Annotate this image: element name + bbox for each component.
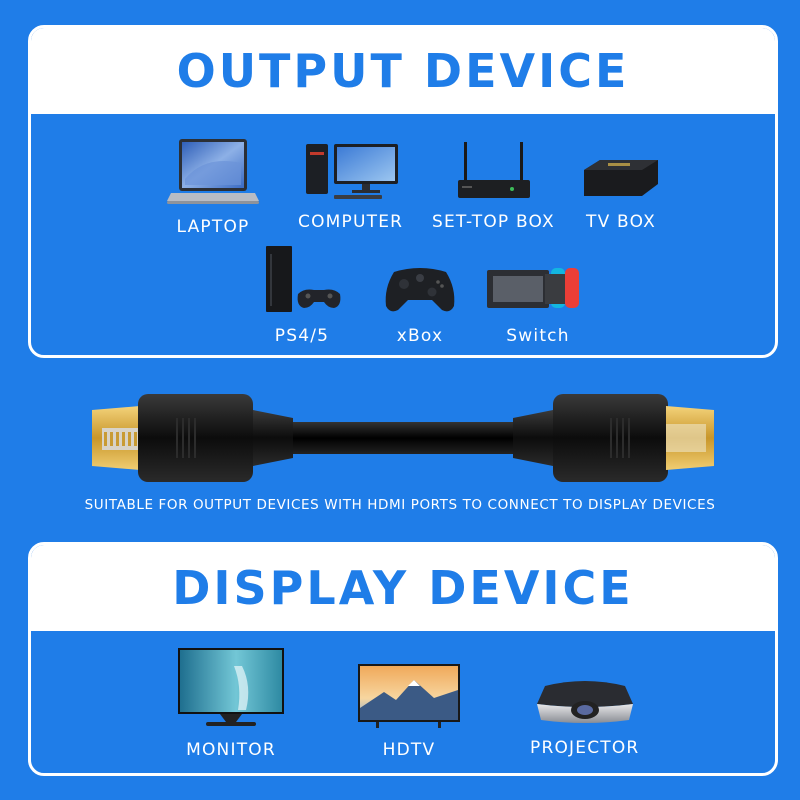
device-label: PS4/5 xyxy=(274,326,330,346)
xbox-controller-icon xyxy=(385,268,455,312)
device-label: COMPUTER xyxy=(298,212,404,232)
nintendo-switch-icon xyxy=(487,268,579,308)
device-hdtv: HDTV xyxy=(356,662,462,760)
device-label: HDTV xyxy=(382,740,436,760)
device-xbox: xBox xyxy=(382,262,458,346)
device-label: PROJECTOR xyxy=(530,738,640,758)
device-label: xBox xyxy=(396,326,444,346)
output-device-title: OUTPUT DEVICE xyxy=(176,44,630,98)
display-device-title: DISPLAY DEVICE xyxy=(172,561,634,615)
desktop-computer-icon xyxy=(305,144,398,199)
device-projector: PROJECTOR xyxy=(530,676,639,758)
device-label: SET-TOP BOX xyxy=(432,212,555,232)
display-device-header: DISPLAY DEVICE xyxy=(31,545,775,631)
compatibility-caption: SUITABLE FOR OUTPUT DEVICES WITH HDMI PO… xyxy=(84,497,716,513)
device-monitor: MONITOR xyxy=(176,646,286,760)
device-switch: Switch xyxy=(485,262,591,346)
display-device-panel: DISPLAY DEVICE xyxy=(28,542,778,776)
device-label: LAPTOP xyxy=(176,217,250,237)
set-top-box-icon xyxy=(458,142,531,198)
device-label: MONITOR xyxy=(186,740,276,760)
output-device-header: OUTPUT DEVICE xyxy=(31,28,775,114)
device-computer: COMPUTER xyxy=(298,140,403,232)
monitor-icon xyxy=(178,648,284,726)
device-ps: PS4/5 xyxy=(262,244,342,346)
laptop-icon xyxy=(167,139,259,204)
device-tv-box: TV BOX xyxy=(578,150,664,232)
hdmi-cable-icon xyxy=(92,394,714,482)
playstation-icon xyxy=(266,246,341,312)
device-label: TV BOX xyxy=(586,212,656,232)
device-set-top-box: SET-TOP BOX xyxy=(432,140,555,232)
hdtv-icon xyxy=(358,664,460,728)
device-label: Switch xyxy=(506,326,570,346)
tv-box-icon xyxy=(584,160,658,196)
device-laptop: LAPTOP xyxy=(165,135,261,237)
projector-icon xyxy=(536,681,633,723)
